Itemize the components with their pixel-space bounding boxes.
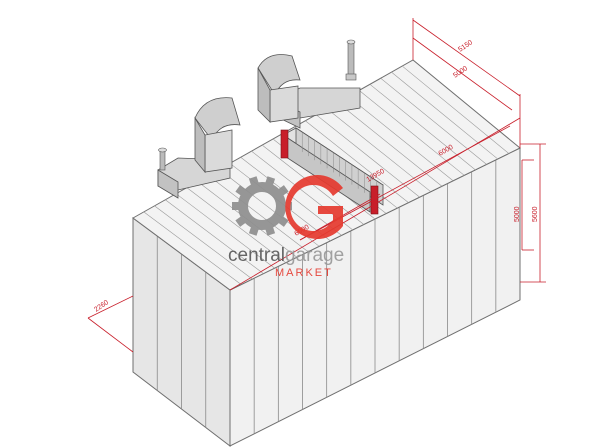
- roof-duct-left: [194, 97, 241, 174]
- logo-word-central: central: [228, 245, 285, 266]
- dim-cabin-height: 5000: [514, 206, 521, 222]
- gear-tooth: [277, 185, 289, 197]
- roof-duct-right: [257, 54, 301, 123]
- roof-panel-seam: [315, 114, 420, 198]
- dim-total-height: 5600: [532, 206, 539, 222]
- roof-panel-seam: [143, 211, 242, 285]
- gear-icon: [232, 176, 292, 236]
- roof-panel-seam: [369, 84, 476, 171]
- logo-word-garage: garage: [285, 245, 344, 266]
- gear-tooth: [235, 215, 247, 227]
- letter-g-icon: [285, 175, 343, 239]
- central-garage-logo: centralgarage MARKET: [228, 175, 344, 279]
- roof-panel-seam: [305, 120, 409, 203]
- gear-tooth: [232, 202, 240, 210]
- gear-tooth: [248, 225, 260, 236]
- gear-tooth: [248, 176, 260, 187]
- gear-tooth: [264, 176, 276, 187]
- dim-outer-width: 5150: [457, 39, 474, 54]
- roof-panel-seam: [165, 199, 264, 274]
- roof-panel-seam: [208, 175, 309, 253]
- dim-inner-width: 5000: [452, 65, 469, 80]
- gear-tooth: [235, 185, 247, 197]
- dimension-lines: [87, 18, 546, 353]
- gear-tooth: [264, 225, 276, 236]
- roof-panel-seam: [402, 65, 510, 154]
- logo-subword: MARKET: [275, 267, 333, 279]
- roof-panel-seam: [380, 77, 487, 165]
- svg-text:centralgarage: centralgarage: [228, 245, 344, 266]
- gear-tooth: [277, 215, 289, 227]
- roof-panel-seam: [175, 193, 275, 269]
- roof-panel-seam: [154, 205, 253, 280]
- roof-panel-seam: [391, 71, 498, 160]
- roof-panel-seam: [186, 187, 286, 263]
- roof-panel-seam: [326, 108, 431, 192]
